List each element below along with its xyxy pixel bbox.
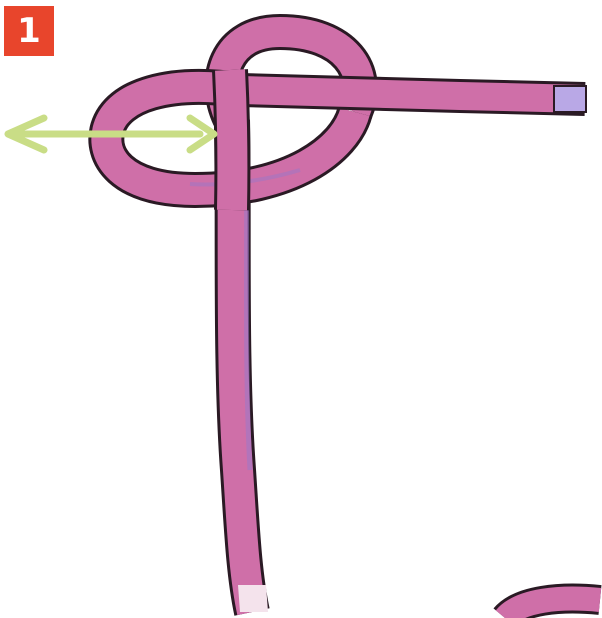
rope-working-end bbox=[240, 86, 586, 112]
rope-end-cap bbox=[554, 86, 586, 112]
rope-crossing-over bbox=[230, 70, 232, 210]
rope-cut-end bbox=[238, 585, 268, 612]
rope-partial-bottom-right bbox=[505, 599, 600, 618]
